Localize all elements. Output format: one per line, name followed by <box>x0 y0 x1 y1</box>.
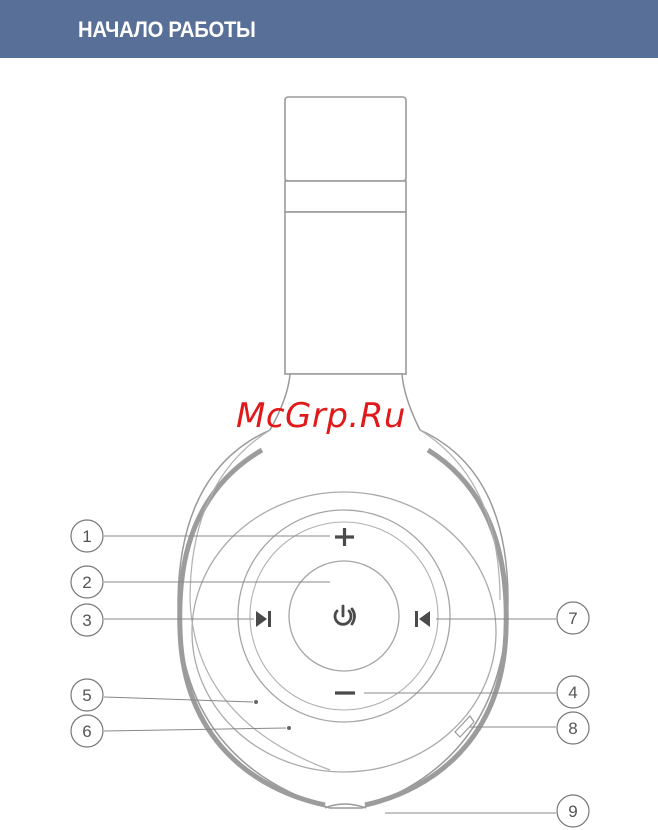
callout-label-3: 3 <box>82 611 91 630</box>
callout-label-4: 4 <box>568 683 577 702</box>
callout-label-2: 2 <box>82 573 91 592</box>
callout-label-1: 1 <box>82 527 91 546</box>
callout-label-6: 6 <box>82 722 91 741</box>
callout-label-9: 9 <box>568 802 577 821</box>
headband <box>285 97 406 374</box>
watermark: McGrp.Ru <box>236 396 406 436</box>
led-indicator <box>254 700 258 704</box>
callout-label-7: 7 <box>568 609 577 628</box>
callout-label-5: 5 <box>82 686 91 705</box>
callout-label-8: 8 <box>568 719 577 738</box>
microphone-hole <box>287 726 291 730</box>
